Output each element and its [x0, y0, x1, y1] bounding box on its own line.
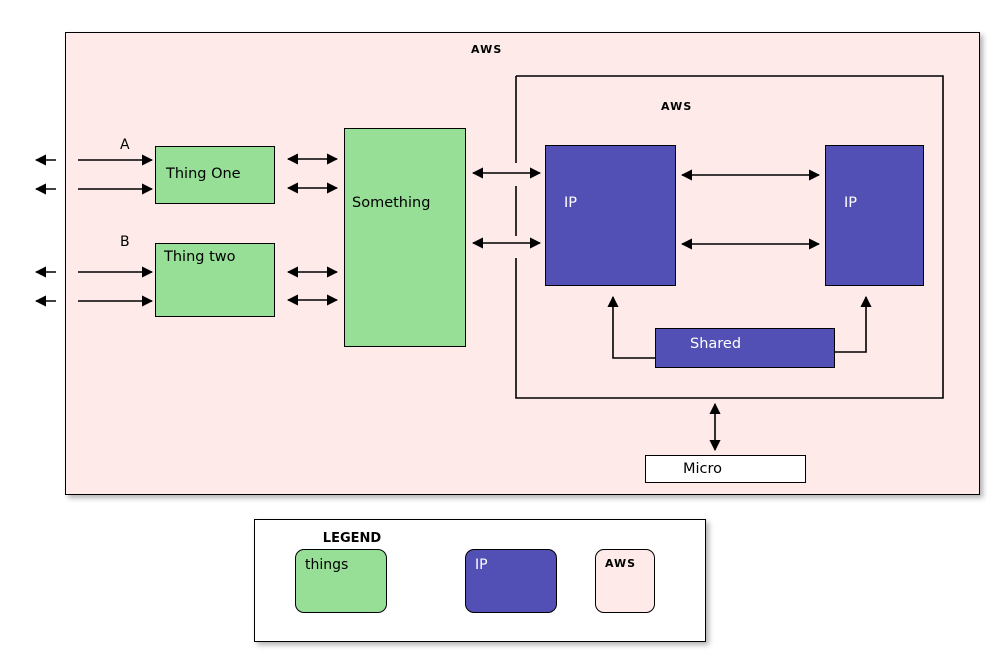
node-thing-one[interactable]: [155, 146, 275, 204]
node-shared-label: Shared: [690, 336, 742, 352]
legend-label-ip: IP: [475, 557, 488, 573]
legend-title: LEGEND: [322, 531, 382, 546]
node-micro[interactable]: [645, 455, 806, 483]
node-ip-left-label: IP: [564, 195, 578, 211]
outer-aws-label: AWS: [471, 43, 503, 56]
legend-label-aws: AWS: [605, 557, 637, 570]
edge-label-b: B: [120, 234, 130, 250]
node-thing-one-label: Thing One: [166, 166, 241, 182]
node-something-label: Something: [352, 195, 431, 211]
legend-swatch-ip[interactable]: IP: [465, 549, 557, 613]
node-ip-right-label: IP: [844, 195, 858, 211]
legend-label-things: things: [305, 557, 349, 573]
node-ip-right[interactable]: [825, 145, 924, 286]
node-something[interactable]: [344, 128, 466, 347]
legend-swatch-things[interactable]: things: [295, 549, 387, 613]
node-micro-label: Micro: [683, 461, 723, 477]
node-thing-two[interactable]: [155, 243, 275, 317]
edge-label-a: A: [120, 137, 130, 153]
node-ip-left[interactable]: [545, 145, 676, 286]
legend-swatch-aws[interactable]: AWS: [595, 549, 655, 613]
node-thing-two-label: Thing two: [164, 249, 236, 265]
node-shared[interactable]: [655, 328, 835, 368]
inner-aws-label: AWS: [661, 100, 693, 113]
